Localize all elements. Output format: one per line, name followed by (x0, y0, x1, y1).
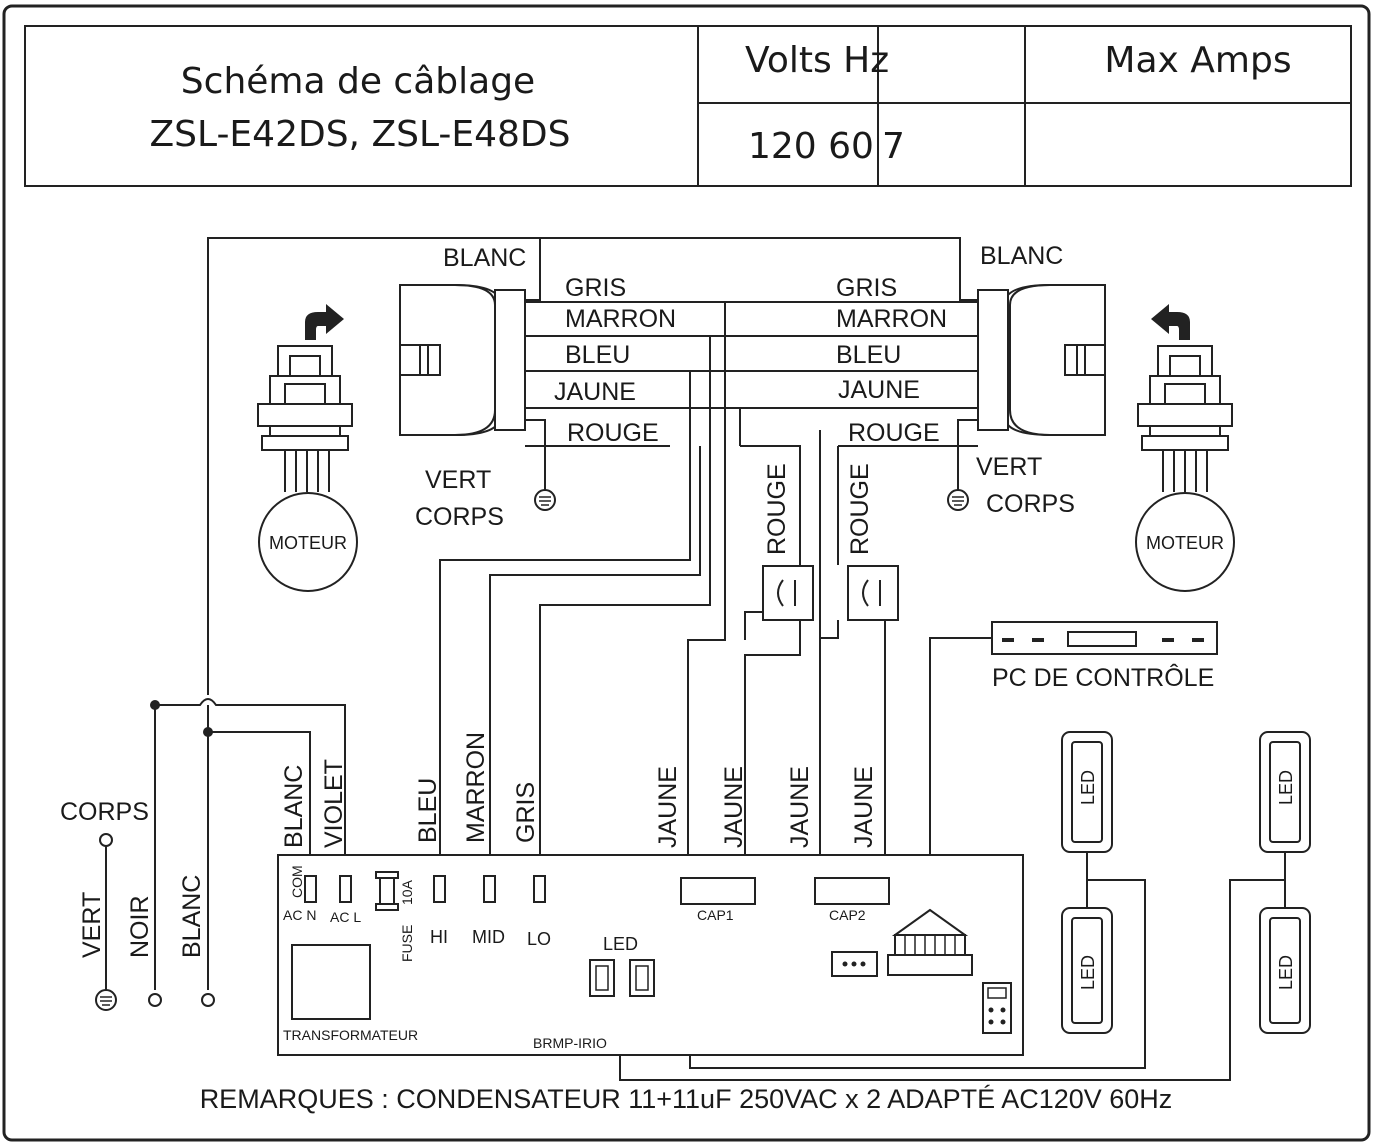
wire-label: BLEU (414, 778, 442, 843)
wire-label: GRIS (565, 274, 626, 302)
led-module: LED (1259, 907, 1311, 1034)
wire-label: BLANC (980, 242, 1063, 270)
remarks-note: REMARQUES : CONDENSATEUR 11+11uF 250VAC … (200, 1084, 1173, 1114)
label-ac-l: AC L (330, 909, 361, 925)
page-frame (2, 4, 1371, 1142)
cap2-connector (814, 877, 890, 905)
led-label: LED (1276, 955, 1296, 990)
label-hi: HI (430, 927, 448, 947)
led-label: LED (1078, 955, 1098, 990)
diagram-title: Schéma de câblage (181, 61, 535, 102)
wire-label: BLEU (836, 341, 901, 369)
control-pcb: PC DE CONTRÔLE (991, 621, 1218, 692)
wire-label: MARRON (462, 732, 490, 843)
label-lo: LO (527, 929, 551, 949)
terminal-lo (533, 875, 546, 903)
label-cap1: CAP1 (697, 907, 734, 923)
main-control-board: COM AC N AC L FUSE 10A HI MID LO LED CAP… (277, 854, 1024, 1056)
volts-hz-header: Volts Hz (745, 40, 889, 81)
wire-label: JAUNE (786, 766, 814, 848)
harness-labels: BLANC BLANC GRIS GRIS MARRON MARRON BLEU… (415, 242, 1075, 531)
wire-label: CORPS (986, 490, 1075, 518)
label-transformer: TRANSFORMATEUR (283, 1027, 418, 1043)
wire-label: BLANC (280, 765, 308, 848)
motor-left (258, 492, 358, 592)
supply-labels: CORPS VERT NOIR BLANC (60, 798, 206, 958)
wire-label: CORPS (415, 503, 504, 531)
ribbon-connector (887, 908, 973, 976)
supply-vert-label: VERT (78, 892, 106, 958)
pin-header (982, 982, 1012, 1034)
cap1-connector (680, 877, 756, 905)
transformer (291, 944, 371, 1020)
header-table: Schéma de câblage ZSL-E42DS, ZSL-E48DS V… (24, 25, 1352, 187)
wire-label: ROUGE (848, 419, 940, 447)
capacitor-right: ROUGE (846, 463, 899, 621)
wire-label: JAUNE (850, 766, 878, 848)
wire-label: BLANC (443, 244, 526, 272)
terminal-hi (433, 875, 446, 903)
rotation-arrow-icon (1151, 304, 1190, 340)
ground-icon (534, 489, 556, 511)
ground-icon (95, 989, 117, 1011)
label-fuse: FUSE (399, 925, 415, 962)
rotation-arrow-icon (305, 304, 344, 340)
wire-label: JAUNE (554, 378, 636, 406)
wire-label: VIOLET (320, 759, 348, 848)
label-ac-n: AC N (283, 907, 316, 923)
label-board-model: BRMP-IRIO (533, 1035, 607, 1051)
wire-label: MARRON (565, 305, 676, 333)
right-wire-connector (977, 284, 1106, 436)
label-led: LED (603, 934, 638, 954)
led-module: LED (1061, 731, 1113, 853)
control-pcb-label: PC DE CONTRÔLE (992, 663, 1214, 692)
terminal-mid (483, 875, 496, 903)
terminal-ac-l (339, 875, 352, 903)
motor-left-label: MOTEUR (269, 533, 347, 553)
amps-value: 7 (882, 126, 905, 167)
left-wire-connector (399, 284, 526, 436)
label-com: COM (289, 865, 305, 898)
wire-label: BLEU (565, 341, 630, 369)
supply-corps-label: CORPS (60, 798, 149, 826)
wire-label: ROUGE (567, 419, 659, 447)
motor-right-label: MOTEUR (1146, 533, 1224, 553)
wire-label: GRIS (836, 274, 897, 302)
wire-label: ROUGE (846, 463, 874, 555)
volts-hz-value: 120 60 (748, 126, 874, 167)
max-amps-header: Max Amps (1104, 40, 1291, 81)
label-fuse-rating: 10A (399, 879, 415, 905)
wire-label: JAUNE (720, 766, 748, 848)
fuse (379, 875, 395, 907)
wire-label: VERT (976, 453, 1042, 481)
supply-blanc-label: BLANC (178, 875, 206, 958)
led-module: LED (1061, 907, 1113, 1034)
right-motor-assembly: MOTEUR (1135, 304, 1235, 592)
wire-label: VERT (425, 466, 491, 494)
led-label: LED (1276, 770, 1296, 805)
terminal-ac-n (304, 875, 317, 903)
left-motor-assembly: MOTEUR (257, 304, 358, 592)
motor-right (1135, 492, 1235, 592)
wire-label: MARRON (836, 305, 947, 333)
led-label: LED (1078, 770, 1098, 805)
wire-label: ROUGE (763, 463, 791, 555)
harness-wires (95, 237, 1286, 1081)
wire-label: JAUNE (838, 376, 920, 404)
wire-label: JAUNE (654, 766, 682, 848)
label-mid: MID (472, 927, 505, 947)
label-cap2: CAP2 (829, 907, 866, 923)
capacitor-left: ROUGE (762, 463, 814, 621)
ground-icon (947, 489, 969, 511)
wire-label: GRIS (512, 782, 540, 843)
supply-noir-label: NOIR (126, 896, 154, 959)
led-module: LED (1259, 731, 1311, 853)
board-wire-labels: BLANC VIOLET BLEU MARRON GRIS JAUNE JAUN… (280, 732, 878, 848)
model-numbers: ZSL-E42DS, ZSL-E48DS (150, 114, 571, 155)
